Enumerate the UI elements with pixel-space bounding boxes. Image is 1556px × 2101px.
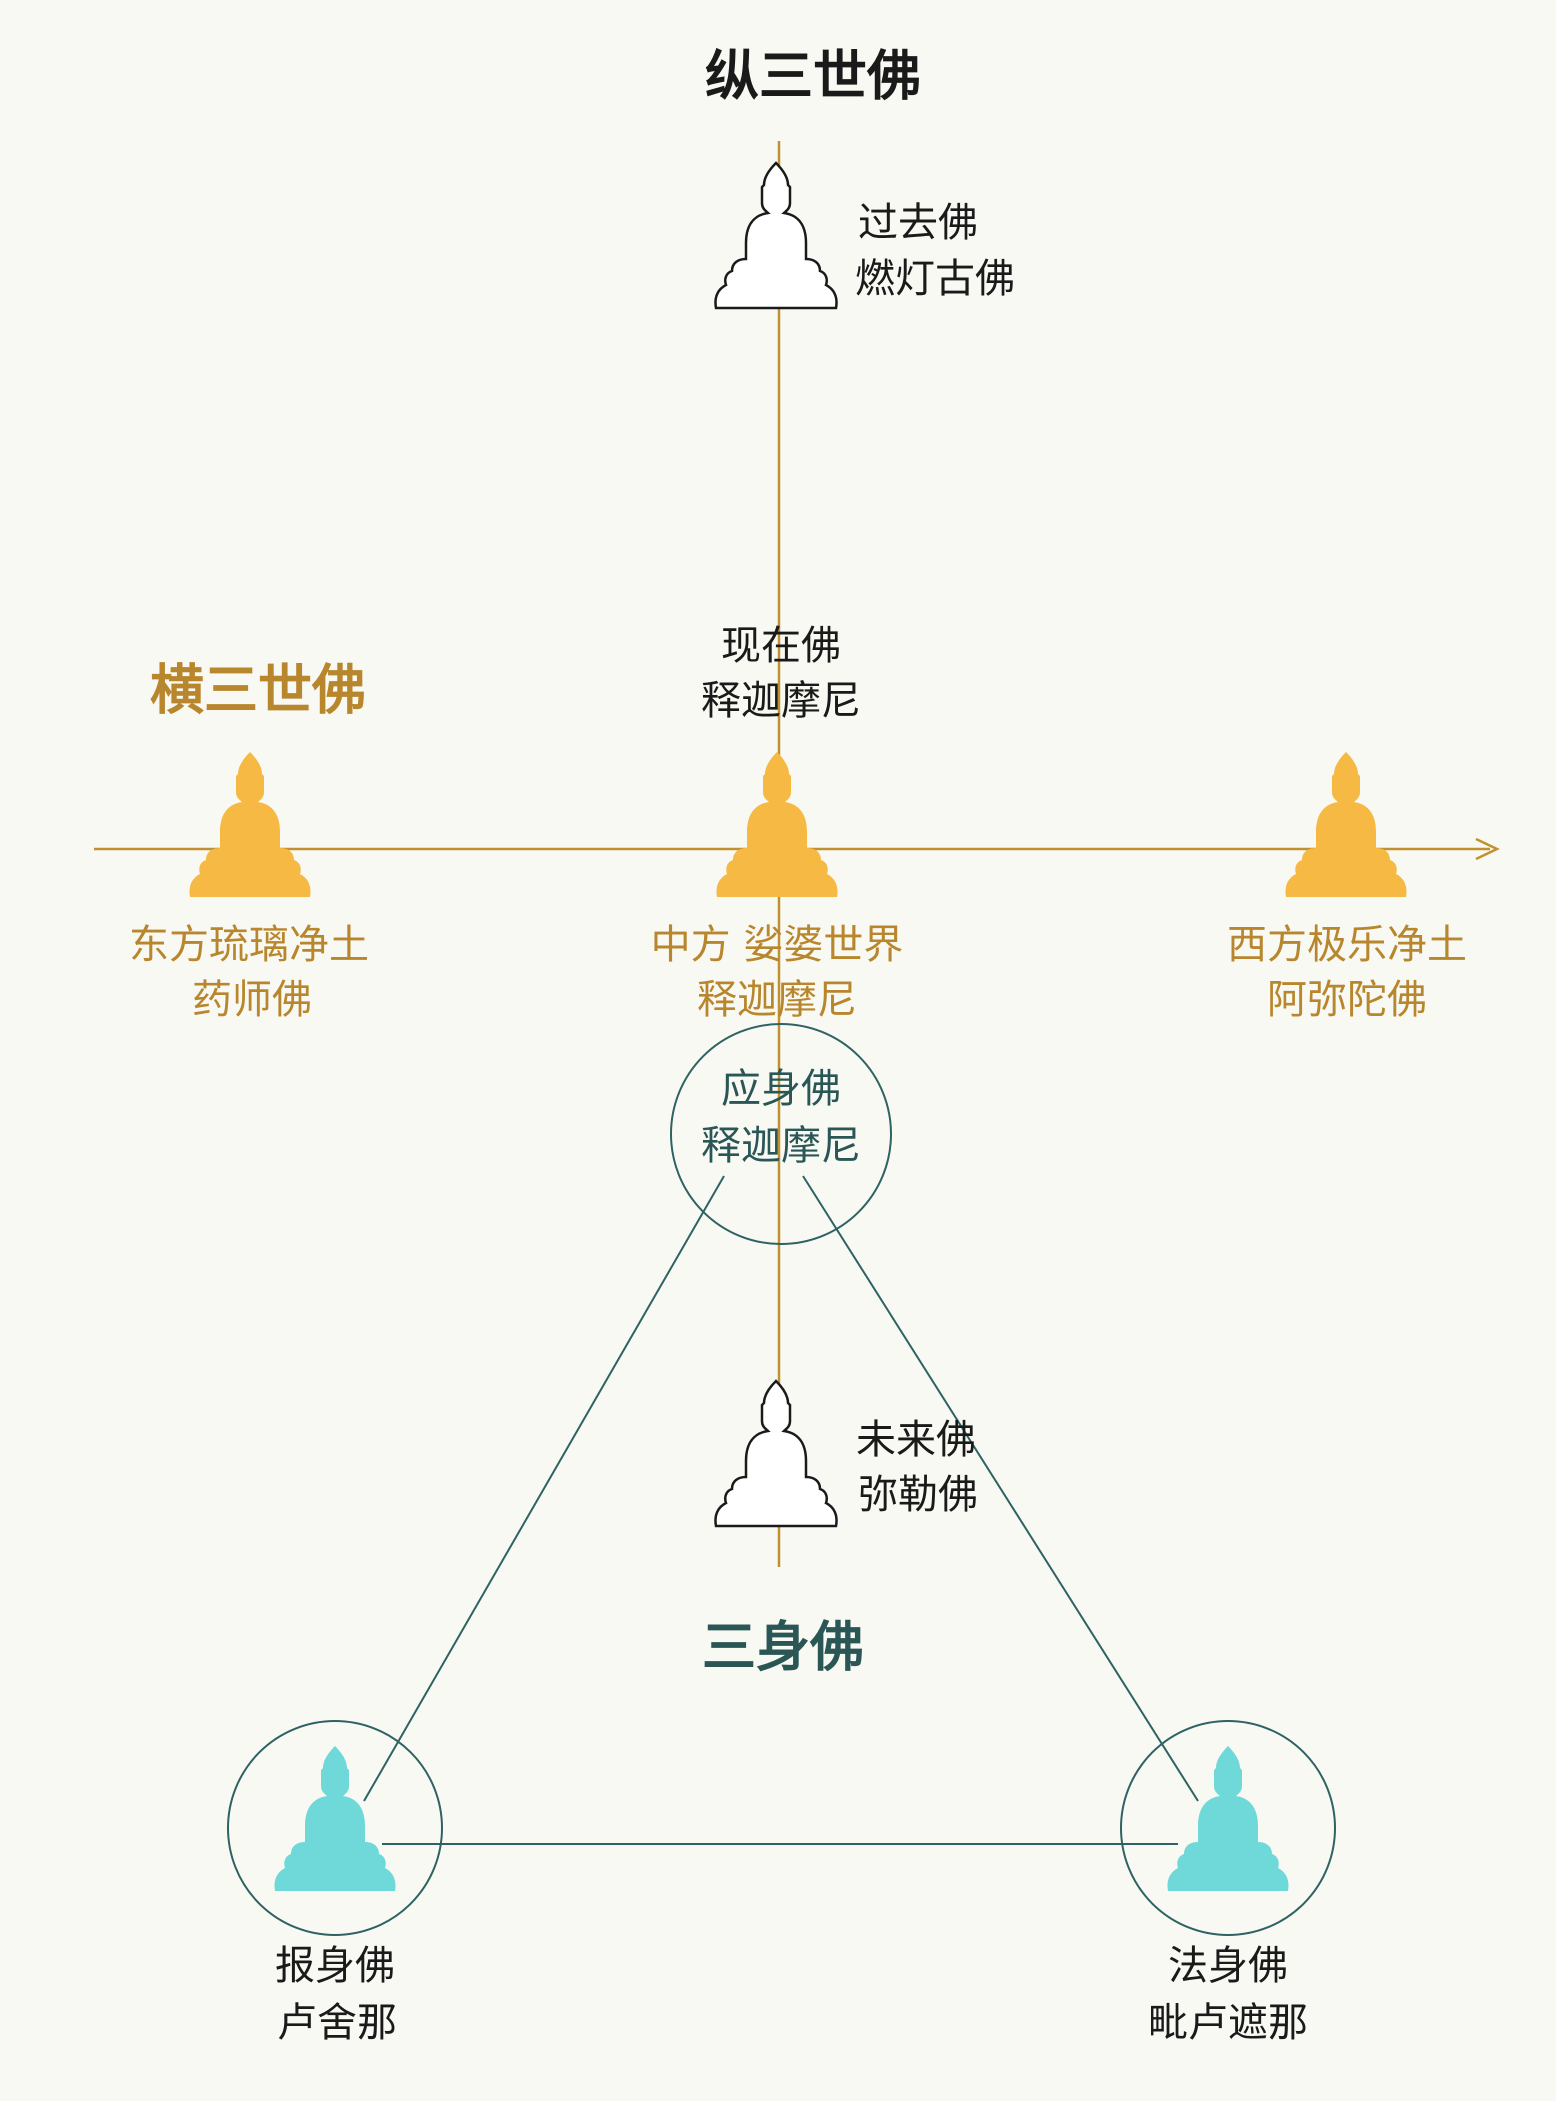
trikaya-title: 三身佛 <box>702 1616 864 1679</box>
triangle-edge-right <box>802 1175 1199 1802</box>
past-buddha-name: 燃灯古佛 <box>855 256 1015 302</box>
dharmakaya-circle <box>1120 1720 1336 1936</box>
nirmanakaya-label: 应身佛 <box>721 1066 841 1112</box>
sambhogakaya-label: 报身佛 <box>275 1943 395 1989</box>
horizontal-title: 横三世佛 <box>150 659 366 722</box>
sambhogakaya-circle <box>227 1720 443 1936</box>
present-buddha-label: 现在佛 <box>721 623 841 669</box>
nirmanakaya-circle <box>670 1023 892 1245</box>
east-buddha-name: 药师佛 <box>192 977 312 1023</box>
west-realm-label: 西方极乐净土 <box>1227 922 1467 968</box>
sambhogakaya-name: 卢舍那 <box>277 2000 397 2046</box>
dharmakaya-label: 法身佛 <box>1168 1943 1288 1989</box>
center-realm-label: 中方 娑婆世界 <box>651 922 904 968</box>
past-buddha-label: 过去佛 <box>858 200 978 246</box>
center-buddha-name: 释迦摩尼 <box>697 977 857 1023</box>
triangle-edge-left <box>363 1175 725 1802</box>
nirmanakaya-name: 释迦摩尼 <box>701 1123 861 1169</box>
future-buddha-name: 弥勒佛 <box>858 1472 978 1518</box>
dharmakaya-name: 毗卢遮那 <box>1148 2000 1308 2046</box>
arrow-right-icon <box>1475 837 1500 861</box>
future-buddha-label: 未来佛 <box>856 1417 976 1463</box>
west-buddha-name: 阿弥陀佛 <box>1267 977 1427 1023</box>
east-realm-label: 东方琉璃净土 <box>129 922 369 968</box>
vertical-title: 纵三世佛 <box>705 45 921 108</box>
present-buddha-name: 释迦摩尼 <box>701 678 861 724</box>
